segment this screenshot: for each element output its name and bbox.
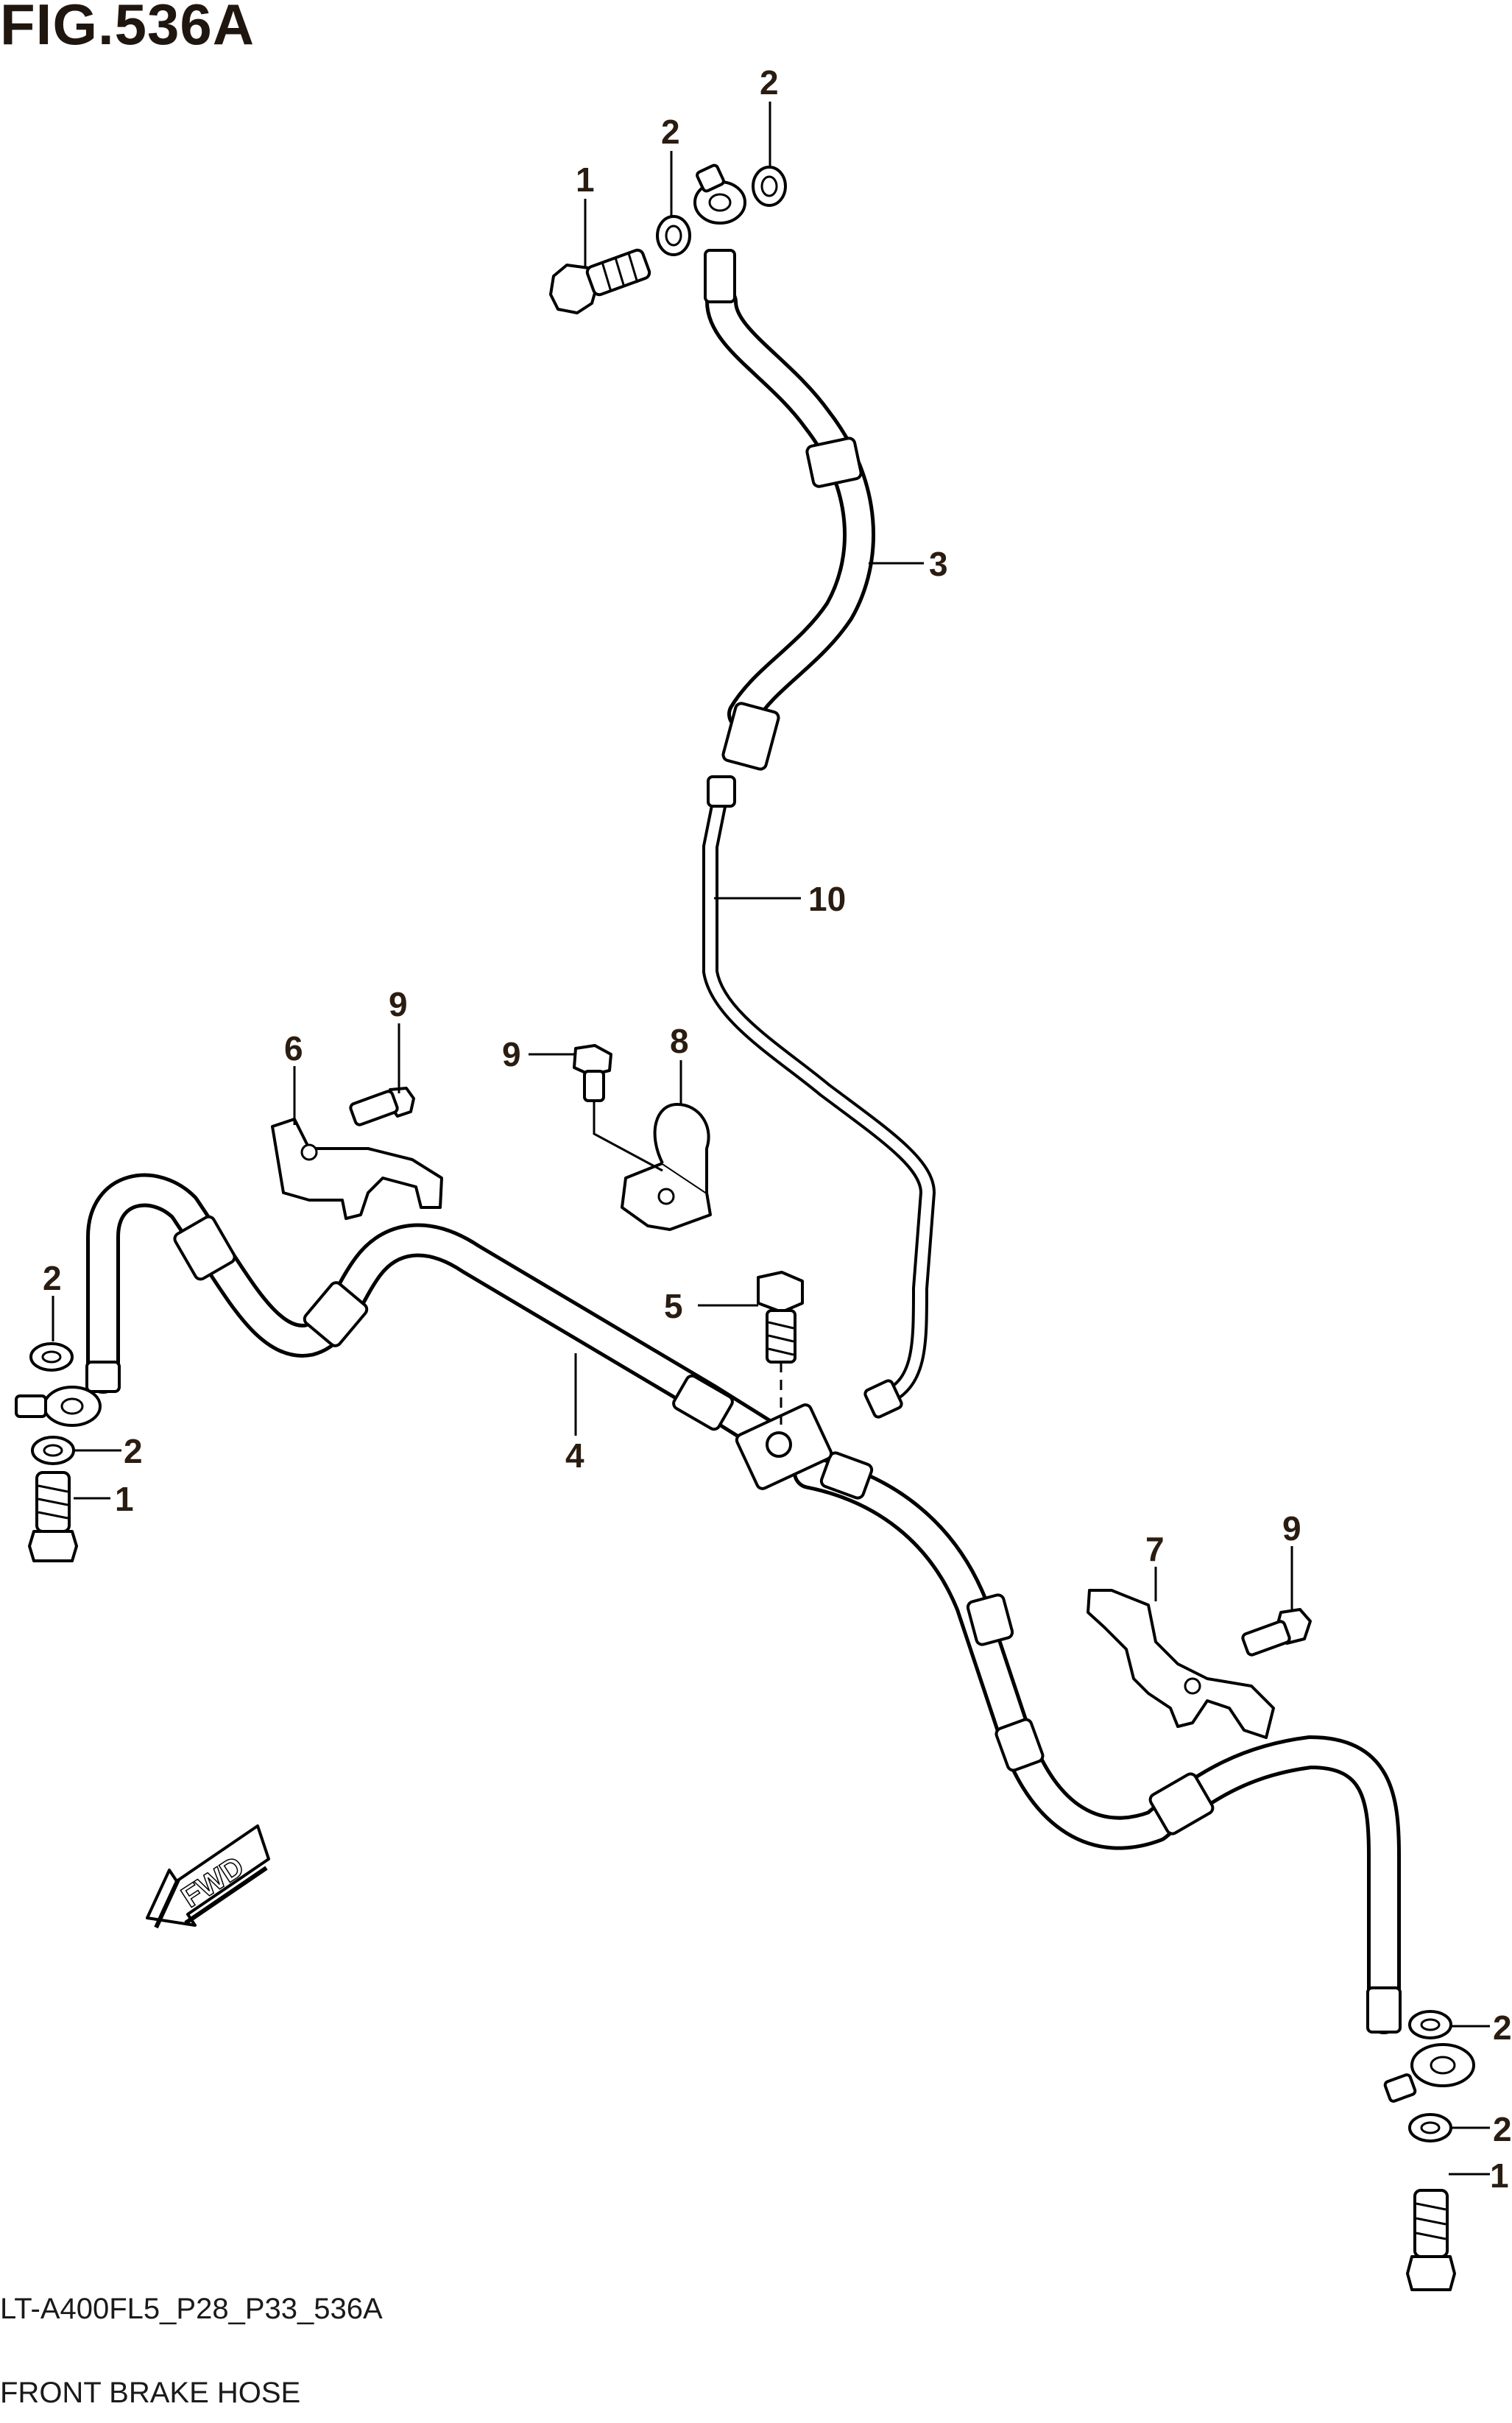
callout-hose-bracket-right: 7 [1145, 1530, 1165, 1568]
gasket-top-left [656, 215, 691, 256]
bolt-for-clamp [573, 1044, 612, 1102]
callout-gasket-top-right: 2 [760, 63, 779, 102]
fwd-direction-arrow: FWD [146, 1824, 270, 1929]
upper-brake-hose [705, 286, 875, 730]
callout-gasket-top-left: 2 [661, 113, 680, 151]
callout-union-bolt-left: 1 [115, 1480, 134, 1518]
bolt-for-bracket-left [349, 1087, 415, 1126]
joint-bolt [757, 1271, 804, 1425]
gasket-right-upper [1408, 2010, 1452, 2039]
callout-gasket-left-upper: 2 [43, 1259, 62, 1297]
brake-hose-joint [735, 1403, 833, 1490]
callout-joint-bolt: 5 [664, 1287, 683, 1325]
gasket-top-right [752, 166, 787, 207]
gasket-left-upper [29, 1342, 74, 1372]
union-bolt-top [549, 248, 651, 314]
callout-hose-bracket-left: 6 [284, 1029, 303, 1068]
callout-gasket-left-lower: 2 [124, 1432, 143, 1470]
hose-bracket-left [271, 1118, 443, 1220]
left-brake-hose [86, 1173, 783, 1453]
callout-union-bolt-right: 1 [1490, 2156, 1509, 2195]
leader-lines [52, 102, 1490, 2176]
bolt-for-bracket-right [1241, 1608, 1312, 1657]
hose-bracket-right [1087, 1589, 1275, 1739]
drawing-caption: FRONT BRAKE HOSE [0, 2377, 301, 2409]
callout-bolt-clamp: 9 [502, 1035, 521, 1073]
callout-front-brake-hose: 4 [565, 1436, 584, 1475]
banjo-fittings [15, 163, 1475, 2103]
gasket-left-lower [31, 1436, 75, 1465]
callout-upper-brake-hose: 3 [929, 545, 948, 583]
gasket-right-lower [1408, 2113, 1452, 2142]
callout-gasket-right-upper: 2 [1493, 2008, 1512, 2047]
callout-union-bolt-top: 1 [576, 161, 595, 199]
brake-pipe [702, 791, 936, 1407]
union-bolt-right [1406, 2189, 1456, 2291]
union-bolt-left [28, 1471, 78, 1562]
hose-fittings [85, 249, 1402, 2034]
callout-brake-pipe: 10 [808, 880, 846, 918]
callout-bolt-bracket-right: 9 [1282, 1509, 1301, 1548]
callout-gasket-right-lower: 2 [1493, 2110, 1512, 2148]
callout-labels: 1 2 2 3 10 9 6 9 8 2 5 2 4 1 7 9 2 2 1 [43, 63, 1512, 2195]
figure-title: FIG.536A [0, 0, 255, 57]
gaskets [29, 166, 1452, 2142]
hose-clamp [621, 1103, 712, 1231]
callout-hose-clamp: 8 [670, 1022, 689, 1060]
right-brake-hose [793, 1456, 1401, 2034]
callout-bolt-bracket-left: 9 [389, 985, 408, 1023]
drawing-code: LT-A400FL5_P28_P33_536A [0, 2293, 383, 2325]
